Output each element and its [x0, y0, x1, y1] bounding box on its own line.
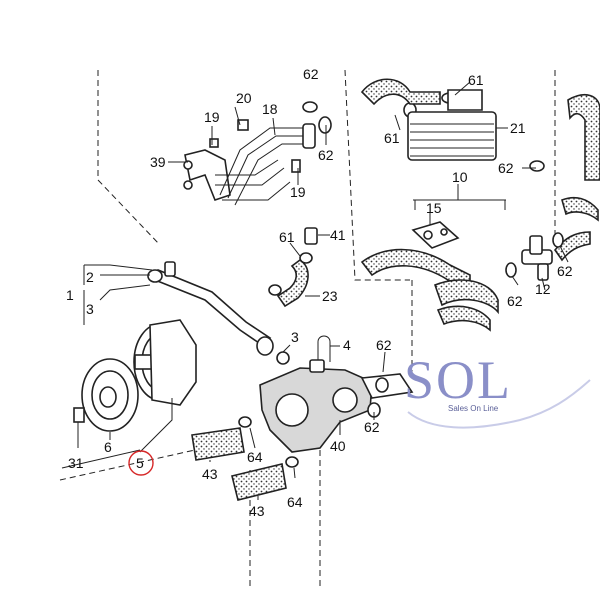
- logo-text: SOL: [404, 350, 512, 410]
- callout-6: 6: [104, 439, 112, 455]
- upper-hose: [360, 78, 483, 111]
- oil-cooler: [407, 111, 497, 161]
- callout-62-mid-right: 62: [507, 293, 523, 309]
- callout-31: 31: [68, 455, 84, 471]
- lower-hoses: [191, 416, 299, 501]
- callout-3-left: 3: [86, 301, 94, 317]
- callout-61-top: 61: [468, 72, 484, 88]
- callout-15: 15: [426, 200, 442, 216]
- t-connector: [505, 231, 591, 281]
- sol-logo: SOL Sales On Line: [404, 350, 591, 429]
- callout-41: 41: [330, 227, 346, 243]
- leader-lines: [61, 81, 569, 500]
- callout-62-housing-top: 62: [376, 337, 392, 353]
- callout-43-upper: 43: [202, 466, 218, 482]
- middle-hose: [360, 248, 499, 332]
- callout-10: 10: [452, 169, 468, 185]
- pulley-assembly: [73, 319, 197, 432]
- callout-2: 2: [86, 269, 94, 285]
- small-hose-23: [268, 227, 318, 308]
- flange: [411, 221, 460, 249]
- callout-4: 4: [343, 337, 351, 353]
- callout-62-far-right: 62: [557, 263, 573, 279]
- callout-labels: 62 20 18 19 39 19 62 61 61 21 62 10 15 6…: [66, 66, 573, 519]
- callout-1: 1: [66, 287, 74, 303]
- callout-20: 20: [236, 90, 252, 106]
- logo-tagline: Sales On Line: [448, 404, 499, 413]
- callout-5: 5: [136, 455, 144, 471]
- retaining-clip: [317, 335, 331, 362]
- highlight-circle: [128, 450, 154, 476]
- callout-19-lower: 19: [290, 184, 306, 200]
- callout-40: 40: [330, 438, 346, 454]
- callout-21: 21: [510, 120, 526, 136]
- callout-43-lower: 43: [249, 503, 265, 519]
- callout-64-upper: 64: [247, 449, 263, 465]
- coolant-pipe: [147, 261, 290, 365]
- callout-62-top: 62: [303, 66, 319, 82]
- callout-61-mid: 61: [279, 229, 295, 245]
- callout-62-upper-left: 62: [318, 147, 334, 163]
- right-hose-top: [561, 94, 600, 222]
- callout-39: 39: [150, 154, 166, 170]
- callout-3-mid: 3: [291, 329, 299, 345]
- callout-12: 12: [535, 281, 551, 297]
- callout-62-housing-bottom: 62: [364, 419, 380, 435]
- callout-62-cooler-right: 62: [498, 160, 514, 176]
- logo-swoosh: [407, 379, 591, 429]
- pipe-bracket-assembly: [183, 119, 316, 206]
- callout-19-upper: 19: [204, 109, 220, 125]
- callout-23: 23: [322, 288, 338, 304]
- dashed-guide-lines: [59, 69, 556, 590]
- callout-64-lower: 64: [287, 494, 303, 510]
- callout-18: 18: [262, 101, 278, 117]
- callout-61-cooler: 61: [384, 130, 400, 146]
